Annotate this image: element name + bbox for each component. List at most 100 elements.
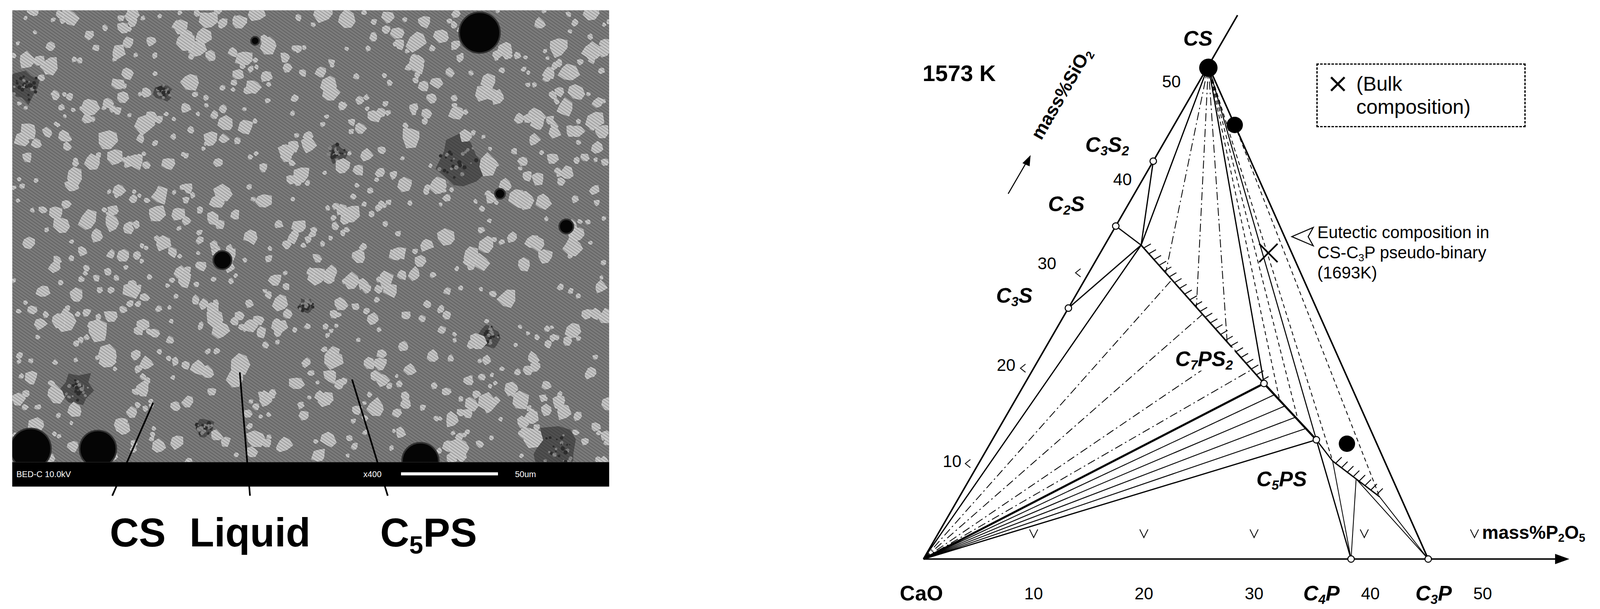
compound-label: C3S [994,284,1035,308]
liquid-hatch [1143,244,1151,249]
compound-point [1150,157,1157,165]
phase-line [1115,226,1142,245]
liquid-hatch [1347,466,1354,473]
axis-tick [1029,529,1038,538]
legend-marker [1328,74,1348,94]
liquid-hatch [1148,249,1156,254]
compound-label: C7PS2 [1173,347,1235,371]
leader-line [352,379,388,497]
subscript: 4 [1318,592,1326,608]
subscript: 3 [1011,294,1019,310]
magnification: x400 [363,469,382,479]
leader-line [112,402,153,496]
pore [402,442,439,463]
legend-box: (Bulk composition) [1316,63,1526,128]
liquid-hatch [1159,261,1167,266]
compound-label: C4P [1301,582,1342,606]
liquid-hatch [1251,365,1259,370]
tick-label: 10 [1022,584,1045,603]
liquid-hatch [1169,272,1177,277]
compound-point [1313,436,1320,444]
liquid-hatch [1370,484,1377,491]
tie-line [1208,65,1228,343]
axis-tick [1075,268,1081,277]
liquid-hatch [1359,475,1366,482]
liquid-hatch [1376,488,1383,495]
liquid-boundary [1332,461,1380,498]
liquid-hatch [1220,330,1228,335]
phase-line [1141,161,1154,246]
tick-label: 40 [1111,170,1134,189]
tick-label: 20 [1132,584,1156,603]
compound-point [1260,380,1268,387]
axis-tick [1250,529,1258,538]
axis-tick [1470,529,1479,538]
subscript: 2 [1557,531,1565,545]
pore [79,430,116,463]
compound-label: C3P [1413,582,1454,606]
phase-line [1356,478,1429,560]
compound-point [1065,305,1072,312]
tie-line [1234,124,1380,497]
compound-label: CaO [898,582,945,606]
liquid-boundary [1141,245,1264,384]
subscript: 3 [1358,252,1365,264]
tie-line [923,279,1172,560]
triangle-side [1208,65,1429,560]
liquid-hatch [1240,353,1248,358]
leader-line [239,372,250,497]
liquid-hatch [1341,461,1348,469]
liquid-hatch [1353,470,1360,477]
subscript: 5 [409,531,424,560]
subscript: 7 [1190,357,1198,373]
composition-dot [1338,435,1356,453]
phase-line [1351,478,1357,560]
liquid-hatch [1179,284,1187,289]
legend-marker-stroke [1331,77,1345,91]
axis-tick [1360,529,1369,538]
phase-line [1316,439,1333,462]
axis-arrowhead [1555,554,1570,565]
tick-label: 40 [1359,584,1382,603]
axis-title: mass%P2O5 [1480,522,1587,543]
sem-micrograph [12,10,610,463]
tie-line [923,394,1275,560]
compound-point [1347,555,1355,563]
subscript: 2 [1082,49,1098,62]
subscript: 3 [1430,592,1438,608]
liquid-hatch [1189,295,1198,300]
pore [559,219,574,234]
sem-pores [12,12,574,463]
phase-line [1141,65,1209,246]
phase-line [1316,439,1352,560]
scale-label: 50um [515,469,537,479]
compound-label: C3S2 [1083,133,1131,157]
sem-scratches [12,10,610,463]
ternary-diagram [923,15,1570,565]
liquid-hatch [1164,267,1172,272]
phase-label: C5PS [380,510,478,556]
phase-line [923,245,1142,560]
tick-label: 10 [941,452,964,471]
subscript: 3 [1100,143,1108,159]
subscript: 2 [1063,202,1071,218]
subscript: 2 [1121,143,1129,159]
liquid-hatch [1235,347,1243,353]
tie-line [1196,65,1208,308]
subscript: 5 [1271,478,1279,494]
pore [250,36,259,45]
composition-dot [1226,116,1243,134]
phase-line [923,439,1317,560]
axis-tick [1020,364,1026,373]
tie-line [923,428,1306,560]
compound-point [1112,222,1120,230]
tick-label: 50 [1471,584,1494,603]
sem-info-bar [12,462,610,487]
liquid-hatch [1230,342,1238,347]
bulk-composition-mark [1259,243,1278,263]
axis-tick [1139,529,1148,538]
legend-marker-stroke [1331,77,1345,91]
axis-direction-arrow [1007,162,1027,194]
tie-line [1165,65,1209,274]
tie-line [923,417,1296,560]
